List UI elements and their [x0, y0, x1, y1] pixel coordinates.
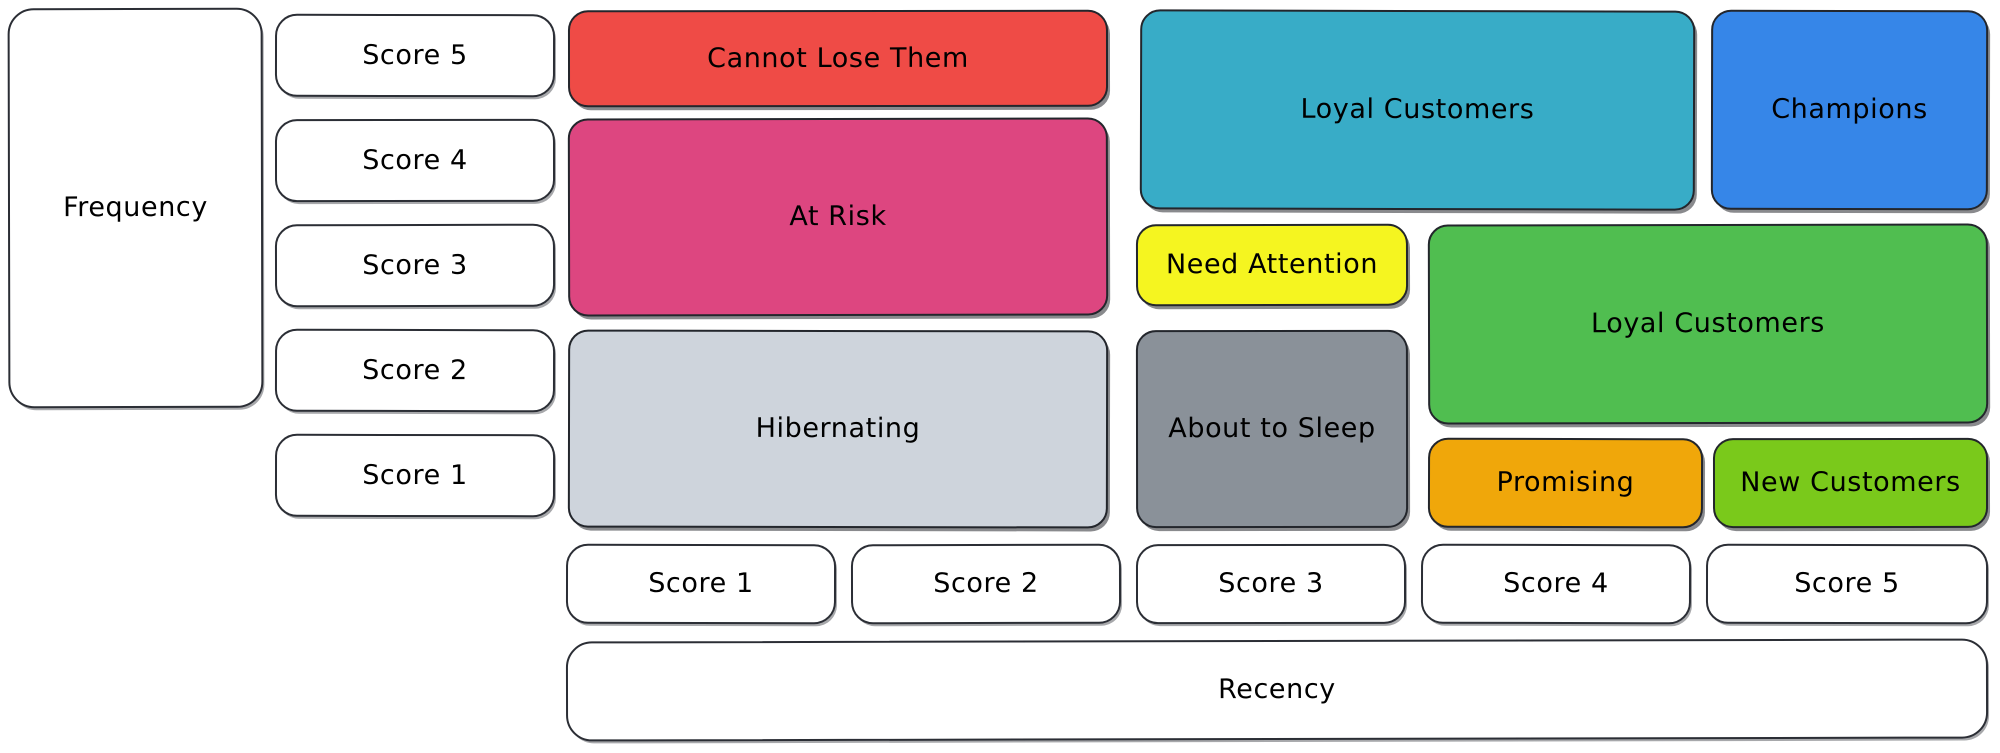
segment-cannot-lose-them[interactable]: Cannot Lose Them	[567, 9, 1109, 108]
x-axis-label-text: Recency	[1218, 674, 1336, 706]
y-score-4-label: Score 4	[362, 144, 468, 177]
y-score-2-label: Score 2	[362, 354, 468, 387]
segment-hibernating[interactable]: Hibernating	[567, 329, 1109, 529]
y-axis-label-text: Frequency	[63, 192, 208, 224]
segment-at-risk[interactable]: At Risk	[567, 117, 1109, 317]
y-score-2[interactable]: Score 2	[274, 328, 556, 413]
x-score-5-label: Score 5	[1794, 568, 1900, 600]
y-score-4[interactable]: Score 4	[274, 118, 556, 203]
segment-loyal-customers-teal-label: Loyal Customers	[1300, 94, 1535, 126]
x-score-4[interactable]: Score 4	[1420, 543, 1692, 625]
y-score-5-label: Score 5	[362, 39, 468, 72]
x-score-5[interactable]: Score 5	[1705, 543, 1989, 625]
segment-new-customers-label: New Customers	[1740, 467, 1961, 499]
segment-about-to-sleep-label: About to Sleep	[1168, 413, 1376, 445]
segment-loyal-customers-teal[interactable]: Loyal Customers	[1139, 9, 1696, 211]
x-score-1-label: Score 1	[648, 568, 754, 600]
segment-promising-label: Promising	[1496, 467, 1635, 499]
y-axis-label-frequency: Frequency	[7, 7, 264, 409]
segment-champions[interactable]: Champions	[1710, 9, 1989, 211]
segment-need-attention-label: Need Attention	[1165, 249, 1379, 281]
x-score-3[interactable]: Score 3	[1135, 543, 1407, 625]
segment-loyal-customers-green[interactable]: Loyal Customers	[1427, 223, 1989, 425]
segment-need-attention[interactable]: Need Attention	[1135, 223, 1409, 307]
y-score-1-label: Score 1	[362, 459, 468, 492]
segment-promising[interactable]: Promising	[1427, 437, 1704, 529]
x-score-2[interactable]: Score 2	[850, 543, 1122, 625]
x-axis-label-recency: Recency	[565, 638, 1989, 742]
x-score-4-label: Score 4	[1503, 568, 1609, 600]
segment-at-risk-label: At Risk	[789, 201, 887, 233]
segment-champions-label: Champions	[1771, 94, 1928, 126]
y-score-3-label: Score 3	[362, 249, 468, 282]
segment-new-customers[interactable]: New Customers	[1712, 437, 1989, 529]
segment-loyal-customers-green-label: Loyal Customers	[1590, 308, 1825, 340]
x-score-2-label: Score 2	[933, 568, 1039, 600]
y-score-1[interactable]: Score 1	[274, 433, 556, 518]
x-score-1[interactable]: Score 1	[565, 543, 837, 625]
y-score-5[interactable]: Score 5	[274, 13, 556, 98]
segment-cannot-lose-them-label: Cannot Lose Them	[707, 42, 969, 75]
segment-about-to-sleep[interactable]: About to Sleep	[1135, 329, 1409, 529]
segment-hibernating-label: Hibernating	[755, 413, 921, 445]
y-score-3[interactable]: Score 3	[274, 223, 556, 308]
x-score-3-label: Score 3	[1218, 568, 1324, 600]
